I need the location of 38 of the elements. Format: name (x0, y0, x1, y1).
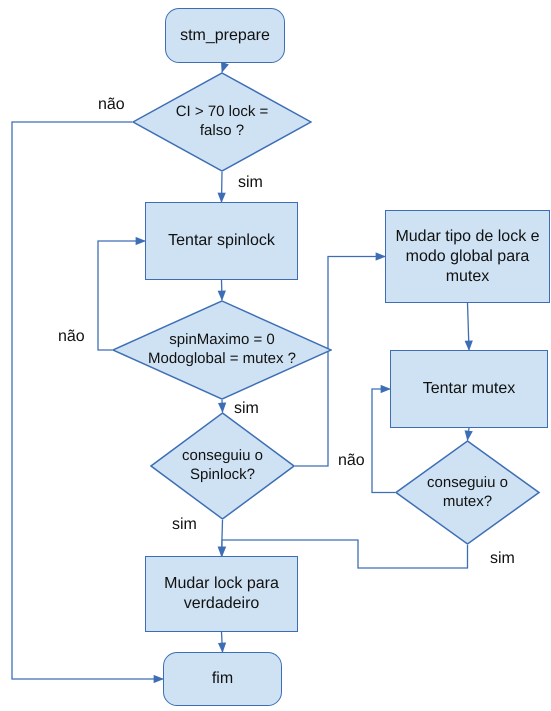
edge-label: sim (234, 400, 259, 418)
edge-label: sim (490, 550, 515, 568)
process-box (385, 210, 550, 303)
arrow (218, 632, 226, 654)
node-text: stm_prepare (180, 26, 270, 46)
start-terminal (165, 8, 285, 63)
node-text: conseguiu o Spinlock? (181, 447, 264, 485)
node-text: Tentar mutex (422, 379, 516, 399)
arrow (371, 384, 395, 494)
process-box (145, 556, 298, 632)
arrow (218, 280, 226, 302)
arrow (11, 121, 164, 684)
edge-label: não (338, 452, 365, 470)
node-text: CI > 70 lock = falso ? (174, 103, 270, 141)
node-text: spinMaximo = 0 Modoglobal = mutex ? (146, 331, 297, 369)
node-text: Tentar spinlock (168, 231, 275, 251)
decision-diamond (112, 300, 332, 400)
process-box (145, 202, 298, 280)
arrow (218, 400, 226, 414)
arrow (464, 302, 473, 352)
node-text: fim (212, 669, 234, 689)
arrow (295, 252, 386, 467)
arrow (464, 428, 473, 442)
edge-label: não (98, 96, 125, 114)
arrow (221, 62, 229, 73)
edge-label: sim (172, 516, 197, 534)
end-terminal (163, 652, 282, 706)
arrow (218, 172, 226, 204)
process-box (390, 350, 548, 428)
decision-diamond (132, 72, 312, 172)
arrow (218, 520, 226, 558)
arrow (97, 236, 146, 351)
node-text: conseguiu o mutex? (426, 474, 509, 512)
edge-label: sim (238, 174, 263, 192)
edge-label: não (58, 328, 85, 346)
node-text: Mudar tipo de lock e modo global para mutex (394, 226, 541, 286)
node-text: Mudar lock para verdadeiro (163, 574, 280, 614)
decision-diamond (395, 440, 540, 545)
